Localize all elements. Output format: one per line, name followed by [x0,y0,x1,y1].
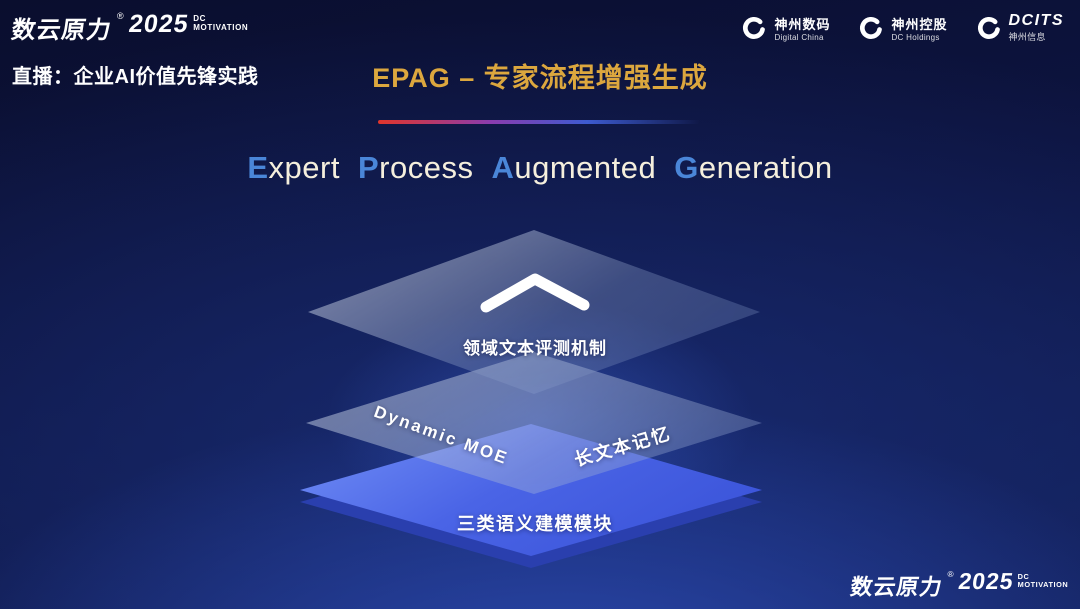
layer-top-label: 领域文本评测机制 [463,339,607,358]
partner-name: DCITS [1008,12,1064,29]
live-stream-label: 直播：企业AI价值先锋实践 [12,66,259,88]
dcits-swoosh-icon [977,16,1000,39]
brand-year: 2025 [126,10,191,38]
brand-tagline-line2: MOTIVATION [193,23,249,33]
brand-tagline: DC MOTIVATION [193,14,248,32]
dc-holdings-swoosh-icon [860,16,883,39]
partner-logo-digital-china: 神州数码 Digital China [741,14,830,42]
partner-text: DCITS 神州信息 [1009,12,1065,43]
gradient-divider [378,120,700,124]
partner-subtitle: DC Holdings [891,32,940,42]
subtitle-word: Augmented [491,150,657,185]
registered-mark: ® [117,11,124,21]
brand-wordmark: 数云原力 [848,575,944,601]
partner-name: 神州控股 [891,16,948,32]
subtitle-word: Process [357,150,474,185]
page-title: EPAG – 专家流程增强生成 [372,63,708,93]
partner-subtitle: Digital China [774,32,824,42]
partner-name: 神州数码 [774,16,831,32]
partner-logo-dc-holdings: 神州控股 DC Holdings [858,14,947,42]
partner-logos: 神州数码 Digital China 神州控股 DC Holdings DCIT… [741,12,1064,43]
subtitle-word: Expert [247,150,340,185]
brand-tagline-line1: DC [1017,572,1030,581]
brand-logo-bottom: 数云原力 ® 2025 DC MOTIVATION [848,568,1068,601]
partner-text: 神州控股 DC Holdings [891,14,947,42]
partner-logo-dcits: DCITS 神州信息 [976,12,1065,43]
subtitle-word: Generation [674,150,833,185]
brand-wordmark: 数云原力 [9,17,114,44]
chevron-up-icon [480,273,590,313]
brand-year: 2025 [956,568,1015,595]
partner-subtitle: 神州信息 [1008,32,1046,42]
brand-logo-top: 数云原力 ® 2025 DC MOTIVATION [9,10,248,45]
brand-tagline: DC MOTIVATION [1017,572,1068,589]
digital-china-swoosh-icon [743,16,766,39]
brand-tagline-line1: DC [193,14,207,23]
brand-tagline-line2: MOTIVATION [1017,580,1068,590]
partner-text: 神州数码 Digital China [774,14,830,42]
registered-mark: ® [947,569,954,579]
subtitle-english: Expert Process Augmented Generation [0,150,1080,186]
layer-bottom-label: 三类语义建模模块 [457,514,613,534]
